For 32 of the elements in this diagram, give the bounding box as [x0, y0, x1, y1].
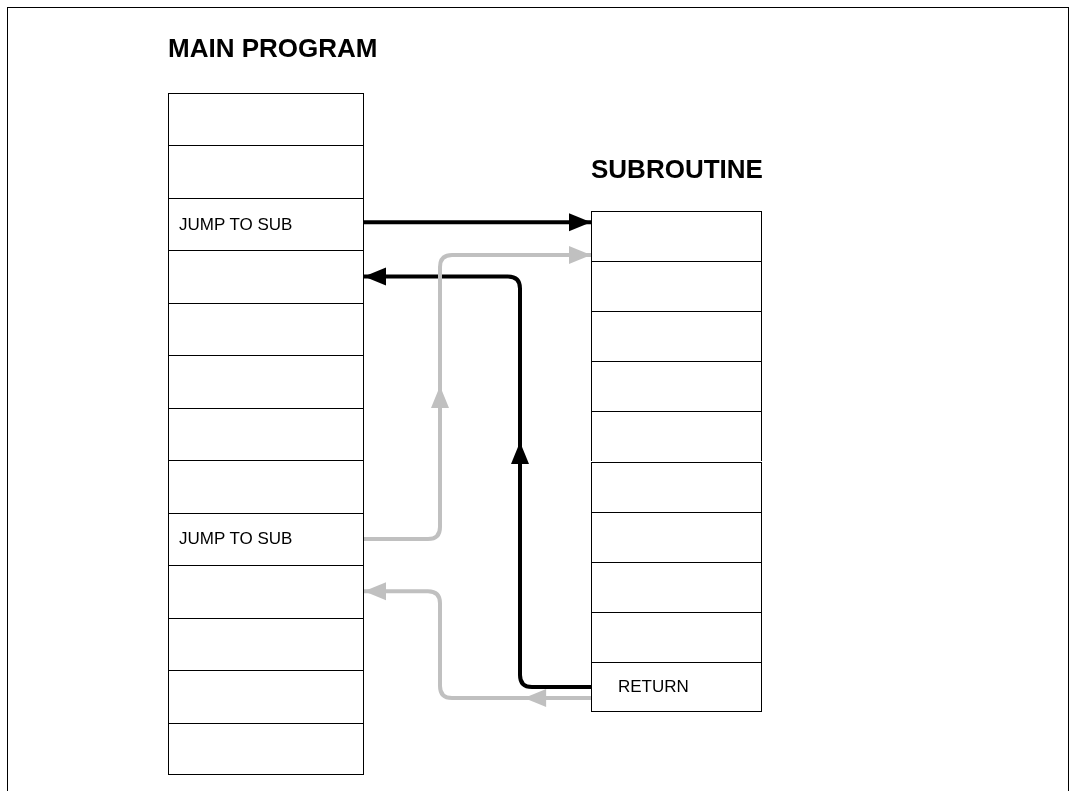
- arrow: [364, 267, 591, 689]
- empty-row: [168, 250, 364, 303]
- empty-row: [591, 511, 762, 562]
- empty-row: [168, 302, 364, 356]
- empty-row: [591, 611, 762, 662]
- instruction-text: RETURN: [618, 676, 689, 697]
- column-title: MAIN PROGRAM: [168, 33, 378, 64]
- arrow: [364, 213, 591, 232]
- instruction-text: JUMP TO SUB: [179, 214, 293, 235]
- arrow: [364, 582, 591, 707]
- instruction-text: JUMP TO SUB: [179, 529, 293, 550]
- instruction-row: [168, 512, 364, 566]
- empty-row: [591, 361, 762, 412]
- empty-row: [168, 145, 364, 198]
- empty-row: [168, 565, 364, 618]
- empty-row: [168, 617, 364, 671]
- arrow: [364, 246, 591, 541]
- empty-row: [591, 211, 762, 262]
- empty-row: [168, 670, 364, 723]
- empty-row: [591, 561, 762, 612]
- empty-row: [168, 355, 364, 408]
- empty-row: [591, 411, 762, 462]
- empty-row: [591, 261, 762, 312]
- instruction-row: [591, 661, 762, 712]
- empty-row: [168, 722, 364, 775]
- empty-row: [168, 407, 364, 461]
- column-title: SUBROUTINE: [591, 154, 763, 185]
- instruction-row: [168, 197, 364, 251]
- empty-row: [168, 93, 364, 146]
- empty-row: [591, 461, 762, 512]
- empty-row: [591, 311, 762, 362]
- empty-row: [168, 460, 364, 513]
